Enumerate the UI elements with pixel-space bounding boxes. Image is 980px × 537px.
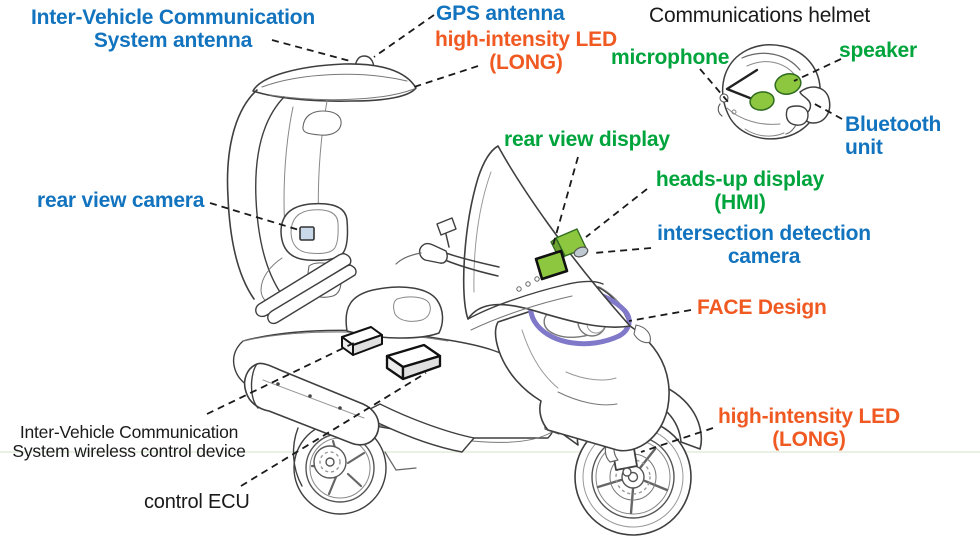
helmet-visor	[725, 68, 762, 104]
rear-view-camera-unit	[299, 226, 315, 241]
rear-view-display-screen	[534, 249, 569, 281]
windshield	[462, 145, 631, 328]
label-heads-up-display: heads-up display (HMI)	[655, 168, 825, 214]
rear-pillar	[226, 89, 342, 300]
mirror	[436, 217, 457, 236]
label-rear-view-display: rear view display	[504, 128, 670, 151]
rider-seat	[345, 286, 444, 339]
helmet-illustration	[717, 44, 831, 140]
label-communications-helmet: Communications helmet	[649, 4, 871, 27]
helmet-front-oval	[749, 91, 775, 111]
label-rear-view-camera: rear view camera	[37, 189, 205, 212]
label-ivc-antenna: Inter-Vehicle Communication System anten…	[31, 6, 315, 52]
label-microphone: microphone	[611, 46, 730, 69]
turn-signal	[633, 324, 651, 344]
label-ivc-control-device: Inter-Vehicle Communication System wirel…	[12, 422, 246, 462]
label-led-top: high-intensity LED (LONG)	[435, 28, 617, 74]
label-bluetooth-unit: Bluetooth unit	[845, 113, 942, 159]
grab-rails	[255, 252, 357, 325]
label-face-design: FACE Design	[697, 296, 827, 319]
swingarm	[359, 403, 475, 471]
label-speaker: speaker	[839, 39, 917, 62]
label-control-ecu: control ECU	[144, 491, 250, 513]
intersection-camera-unit	[573, 246, 589, 258]
handlebar	[395, 217, 500, 277]
label-gps-antenna: GPS antenna	[436, 2, 565, 25]
exhaust-muffler	[243, 362, 380, 446]
dashboard	[467, 228, 604, 331]
label-led-front: high-intensity LED (LONG)	[718, 405, 900, 451]
roof-canopy	[252, 55, 417, 102]
control-ecu-box	[385, 343, 442, 381]
helmet-speaker-oval	[774, 73, 802, 95]
label-intersection-camera: intersection detection camera	[657, 222, 871, 268]
leader-lines	[206, 14, 843, 487]
